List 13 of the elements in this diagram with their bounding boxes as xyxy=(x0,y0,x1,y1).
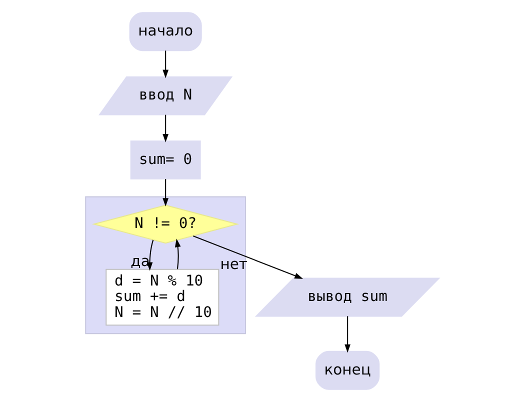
node-box: начало xyxy=(129,12,202,52)
arrow xyxy=(174,238,181,270)
arrow xyxy=(162,178,169,207)
arrow xyxy=(162,50,169,78)
node-diamond: N != 0? xyxy=(92,204,240,244)
arrow xyxy=(344,316,351,353)
node-box: sum= 0 xyxy=(130,140,201,180)
arrow xyxy=(162,114,169,142)
edge-label: нет xyxy=(220,256,248,273)
arrow xyxy=(193,236,304,279)
node-box: конец xyxy=(315,350,380,390)
node-box: d = N % 10 sum += d N = N // 10 xyxy=(106,268,220,326)
edge-label: да xyxy=(130,253,150,270)
